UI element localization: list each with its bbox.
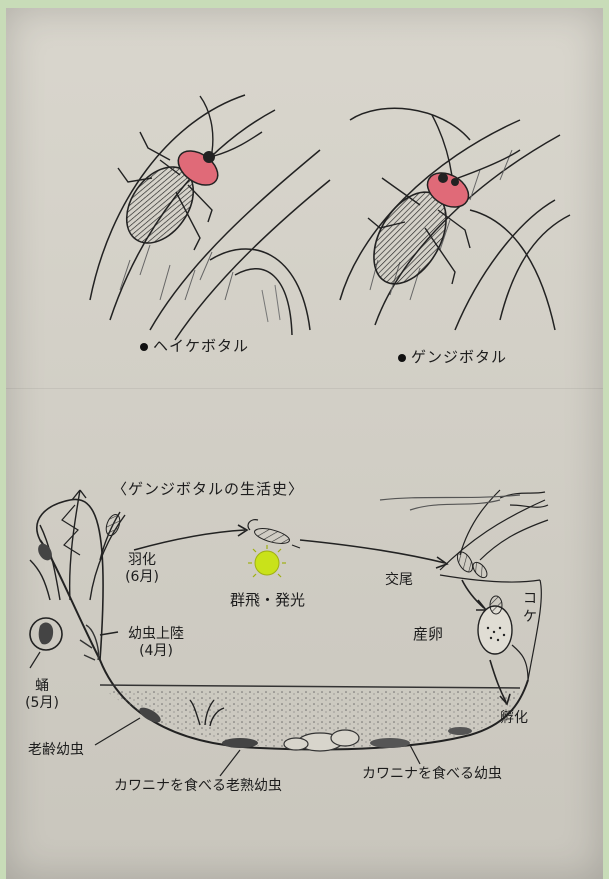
label-larva-eating: カワニナを食べる幼虫 xyxy=(362,766,502,782)
bullet-icon xyxy=(398,353,406,362)
mating-fireflies-icon xyxy=(456,551,488,579)
genji-firefly-illustration xyxy=(367,114,521,285)
lifecycle-title: 〈ゲンジボタルの生活史〉 xyxy=(112,480,305,498)
firefly-emerged-icon xyxy=(105,513,121,537)
paper-fold xyxy=(6,388,603,389)
flow-arrows xyxy=(99,524,511,706)
label-moss: コケ xyxy=(523,591,537,625)
heike-leaves xyxy=(89,94,331,341)
right-tree xyxy=(379,489,549,681)
label-larva-landing: 幼虫上陸 (4月) xyxy=(128,626,184,659)
swarm-firefly-icon xyxy=(247,519,301,578)
moss-eggs-icon xyxy=(477,595,529,681)
label-emergence: 羽化 (6月) xyxy=(125,552,159,585)
label-mating: 交尾 xyxy=(385,572,413,588)
label-mature-larva-eating: カワニナを食べる老熟幼虫 xyxy=(114,778,282,794)
heike-caption: ヘイケボタル xyxy=(140,335,249,356)
label-egg-laying: 産卵 xyxy=(413,625,444,643)
stream-basin xyxy=(36,498,529,752)
left-snail-icon xyxy=(38,543,52,561)
label-pupa: 蛹 (5月) xyxy=(25,678,59,711)
heike-firefly-illustration xyxy=(117,95,263,251)
genji-caption: ゲンジボタル xyxy=(398,346,507,367)
label-swarm: 群飛・発光 xyxy=(230,591,306,609)
label-hatching: 孵化 xyxy=(500,710,528,726)
pupa-icon xyxy=(29,617,63,651)
label-old-larva: 老齢幼虫 xyxy=(28,742,84,758)
bullet-icon xyxy=(140,342,148,351)
